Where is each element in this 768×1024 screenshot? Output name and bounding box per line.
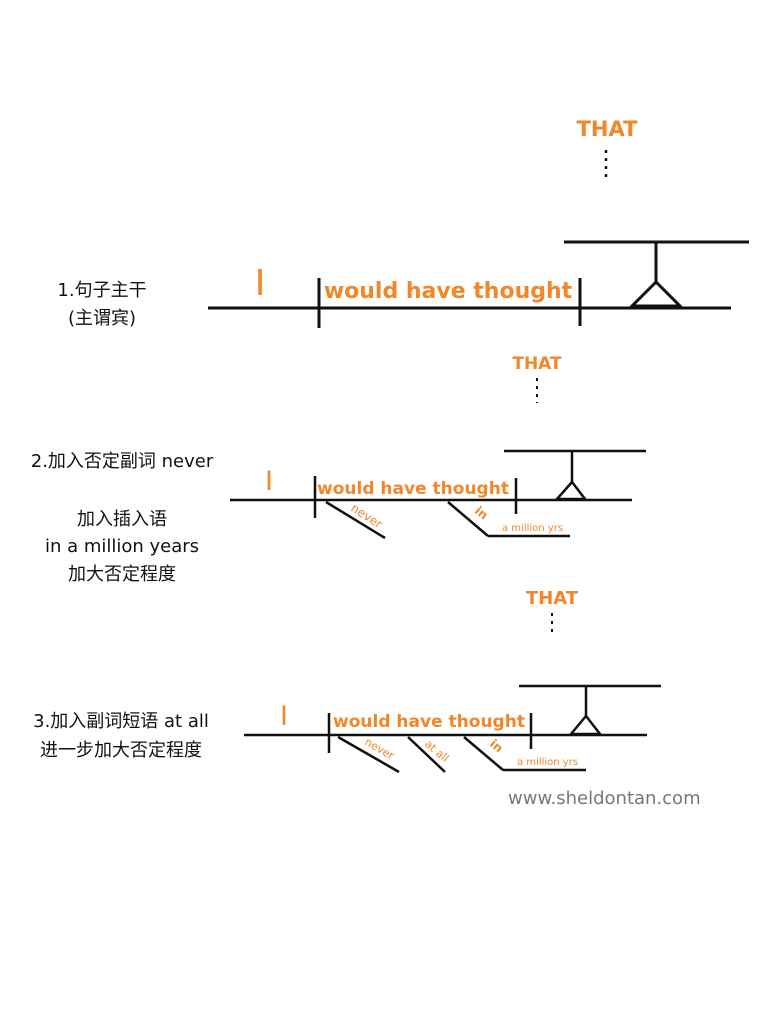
that-label: THAT (577, 117, 639, 141)
verb-phrase: would have thought (324, 279, 573, 304)
in-phrase-slant (463, 736, 504, 771)
section-3-caption-line-2: 进一步加大否定程度 (40, 740, 202, 761)
never-label: never (363, 735, 397, 762)
section-1-caption-line-2: (主谓宾) (67, 308, 137, 329)
section-2-caption-line-2: in a million years (44, 536, 200, 557)
section-2-caption-line-3: 加大否定程度 (68, 564, 176, 585)
in-label: in (487, 737, 506, 756)
diagram-1: THAT I would have thought (208, 117, 749, 328)
verb-phrase: would have thought (333, 712, 525, 732)
never-modifier-slant (337, 735, 400, 774)
phrase-object-label: a million yrs (502, 523, 563, 534)
section-1-caption-line-1: 1.句子主干 (57, 280, 147, 301)
section-2-caption-line-1: 加入插入语 (77, 509, 167, 530)
at-all-modifier-slant (407, 736, 446, 773)
in-phrase-slant (447, 501, 489, 537)
section-2-caption-title: 2.加入否定副词 never (30, 451, 214, 472)
section-3-caption-line-1: 3.加入副词短语 at all (33, 711, 209, 732)
that-label: THAT (512, 354, 562, 374)
pedestal-triangle (568, 714, 603, 736)
at-all-label: at all (422, 737, 451, 765)
pedestal-triangle (554, 480, 588, 501)
that-label: THAT (526, 588, 579, 609)
subject-word: I (265, 466, 273, 497)
diagram-2: THAT I would have thought never in a mil… (230, 354, 646, 540)
never-modifier-slant (325, 500, 386, 540)
watermark-url: www.sheldontan.com (508, 788, 701, 809)
pedestal-triangle (628, 279, 684, 308)
phrase-object-label: a million yrs (517, 757, 578, 768)
subject-word: I (280, 701, 288, 732)
in-label: in (472, 504, 491, 523)
verb-phrase: would have thought (317, 479, 509, 499)
subject-word: I (255, 263, 266, 304)
diagram-3: THAT I would have thought never at all i… (244, 588, 661, 774)
